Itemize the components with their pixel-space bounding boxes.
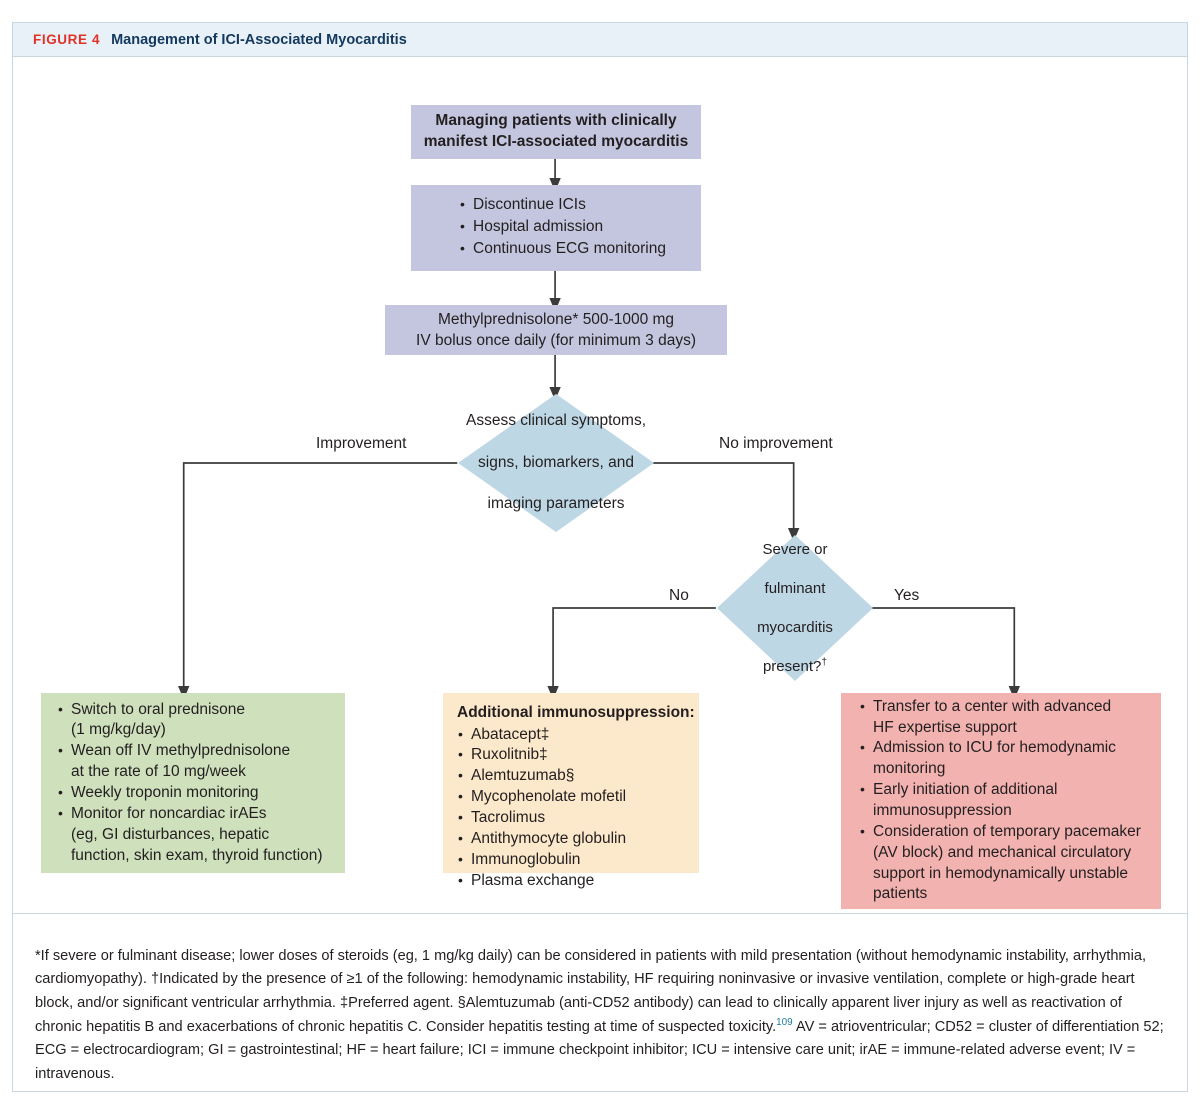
list-item: Wean off IV methylprednisolone at the ra… [58,741,335,783]
edge-label-yes: Yes [894,587,920,604]
start-box-line2: manifest ICI-associated myocarditis [423,133,689,150]
list-item: Tacrolimus [458,808,689,829]
flowchart-canvas: Managing patients with clinically manife… [13,57,1187,913]
assess-decision-diamond: Assess clinical symptoms, signs, biomark… [458,394,654,532]
assess-line1: Assess clinical symptoms, [465,412,646,430]
reference-superscript: 109 [776,1016,793,1028]
list-item: Mycophenolate mofetil [458,787,689,808]
list-item: Alemtuzumab§ [458,766,689,787]
list-item: Continuous ECG monitoring [460,239,691,260]
list-item: Plasma exchange [458,871,689,892]
list-item: Transfer to a center with advanced HF ex… [860,697,1151,739]
list-item: Monitor for noncardiac irAEs (eg, GI dis… [58,804,335,867]
initial-steps-list: Discontinue ICIs Hospital admission Cont… [411,195,701,261]
severity-line4: present?† [762,656,828,675]
steroid-box-line1: Methylprednisolone* 500-1000 mg [437,310,675,328]
assess-line3: imaging parameters [487,494,625,512]
list-item: Consideration of temporary pacemaker (AV… [860,822,1151,905]
figure-number: FIGURE 4 [33,32,101,47]
initial-steps-box: Discontinue ICIs Hospital admission Cont… [411,185,701,271]
list-item: Ruxolitnib‡ [458,745,689,766]
diamond-shape [458,394,654,532]
improvement-outcome-box: Switch to oral prednisone (1 mg/kg/day) … [41,693,345,873]
severity-line1: Severe or [762,540,828,558]
edge-label-no: No [669,587,689,604]
orange-box-heading: Additional immunosuppression: [457,704,695,721]
steroid-box-line2: IV bolus once daily (for minimum 3 days) [416,332,696,349]
severity-decision-diamond: Severe or fulminant myocarditis present?… [717,535,873,681]
assess-diamond-label: Assess clinical symptoms, signs, biomark… [458,394,654,532]
start-box-line1: Managing patients with clinically [435,112,677,130]
list-item: Antithymocyte globulin [458,829,689,850]
severity-line2: fulminant [764,579,826,597]
dagger-marker: † [821,656,828,668]
severe-management-box: Transfer to a center with advanced HF ex… [841,693,1161,909]
immunosuppression-list: Abatacept‡ Ruxolitnib‡ Alemtuzumab§ Myco… [443,725,699,892]
list-item: Immunoglobulin [458,850,689,871]
severity-diamond-label: Severe or fulminant myocarditis present?… [717,535,873,681]
assess-line2: signs, biomarkers, and [478,453,634,471]
figure-footnote-section: *If severe or fulminant disease; lower d… [13,913,1187,1093]
list-item: Weekly troponin monitoring [58,783,335,804]
list-item: Switch to oral prednisone (1 mg/kg/day) [58,700,335,742]
severity-line3: myocarditis [757,618,833,636]
figure-title: Management of ICI-Associated Myocarditis [111,31,407,48]
list-item: Discontinue ICIs [460,195,691,216]
start-box: Managing patients with clinically manife… [411,105,701,159]
list-item: Hospital admission [460,217,691,238]
list-item: Admission to ICU for hemodynamic monitor… [860,738,1151,780]
improvement-list: Switch to oral prednisone (1 mg/kg/day) … [41,700,345,867]
figure-footnote: *If severe or fulminant disease; lower d… [35,945,1165,1087]
diamond-shape [717,535,873,681]
severe-management-list: Transfer to a center with advanced HF ex… [841,697,1161,905]
list-item: Abatacept‡ [458,725,689,746]
additional-immunosuppression-box: Additional immunosuppression: Abatacept‡… [443,693,699,889]
figure-header: FIGURE 4 Management of ICI-Associated My… [13,23,1187,57]
steroid-box: Methylprednisolone* 500-1000 mg IV bolus… [385,305,727,355]
list-item: Early initiation of additional immunosup… [860,780,1151,822]
edge-label-no-improvement: No improvement [719,435,833,452]
edge-label-improvement: Improvement [316,435,407,452]
footnote-part1: *If severe or fulminant disease; lower d… [35,947,1147,1035]
figure-card: FIGURE 4 Management of ICI-Associated My… [12,22,1188,1092]
footnote-part2: AV = atrioventricular; CD52 = cluster of… [35,1018,1164,1082]
